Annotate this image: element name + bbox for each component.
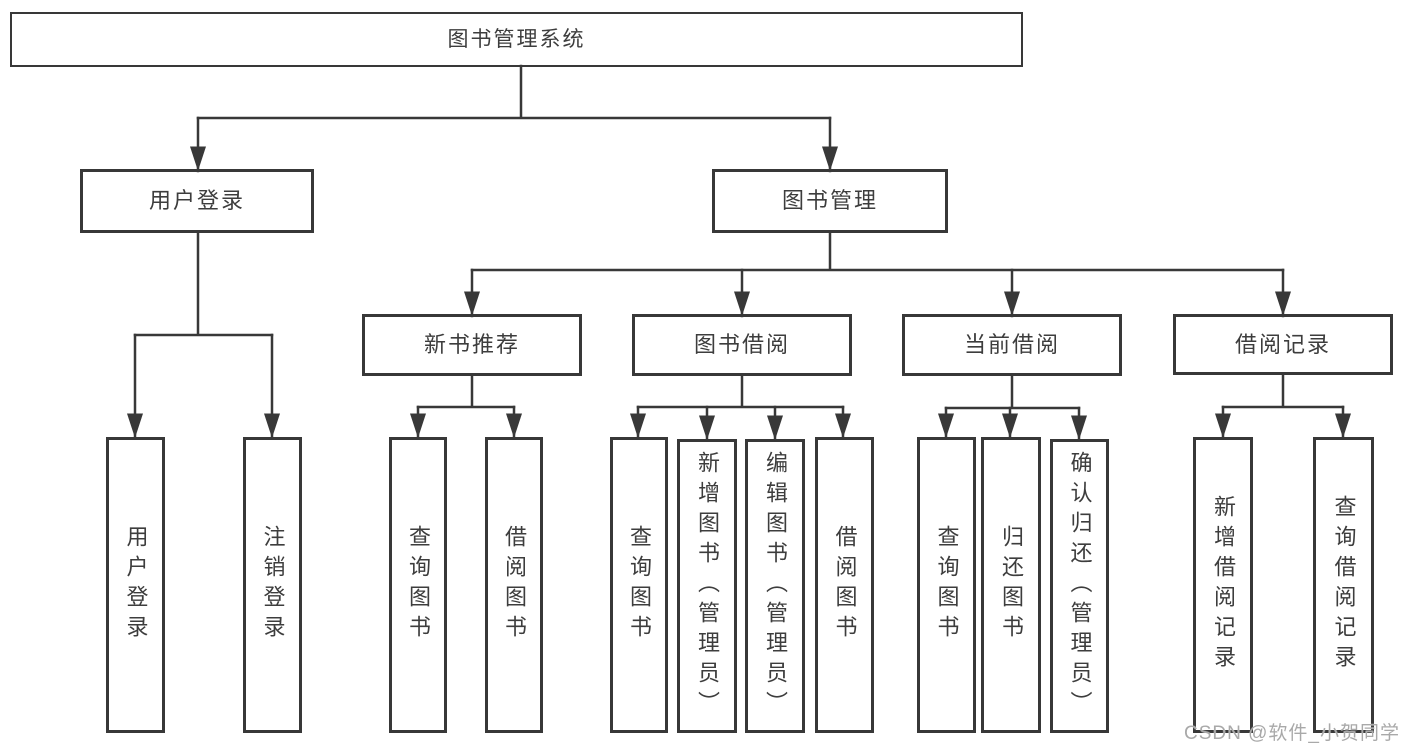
leaf-borrowing-borrow-books: 借阅图书 <box>815 437 874 733</box>
leaf-records-add-record: 新增借阅记录 <box>1193 437 1253 733</box>
leaf-borrowing-query-books: 查询图书 <box>610 437 668 733</box>
leaf-borrowing-add-books-admin: 新增图书（管理员） <box>677 439 737 733</box>
node-label: 用户登录 <box>123 525 149 645</box>
node-book-borrowing: 图书借阅 <box>632 314 852 376</box>
leaf-recommend-query-books: 查询图书 <box>389 437 447 733</box>
node-borrowing-records: 借阅记录 <box>1173 314 1393 375</box>
node-library-management-system: 图书管理系统 <box>10 12 1023 67</box>
node-label: 查询图书 <box>406 525 431 645</box>
node-user-login: 用户登录 <box>80 169 314 233</box>
leaf-records-query-record: 查询借阅记录 <box>1313 437 1374 733</box>
node-label: 用户登录 <box>148 188 245 213</box>
node-label: 新书推荐 <box>423 332 520 357</box>
node-label: 确认归还（管理员） <box>1067 451 1093 721</box>
node-label: 新增借阅记录 <box>1211 495 1236 675</box>
leaf-current-return-books: 归还图书 <box>981 437 1041 733</box>
node-book-management: 图书管理 <box>712 169 948 233</box>
leaf-user-login: 用户登录 <box>106 437 165 733</box>
node-label: 新增图书（管理员） <box>695 451 720 721</box>
leaf-borrowing-edit-books-admin: 编辑图书（管理员） <box>745 439 805 733</box>
node-label: 注销登录 <box>260 525 286 645</box>
node-label: 查询图书 <box>627 525 652 645</box>
node-current-borrowing: 当前借阅 <box>902 314 1122 376</box>
leaf-current-query-books: 查询图书 <box>917 437 976 733</box>
node-label: 借阅记录 <box>1234 331 1331 357</box>
node-new-book-recommendation: 新书推荐 <box>362 314 582 376</box>
node-label: 当前借阅 <box>963 332 1060 357</box>
node-label: 编辑图书（管理员） <box>763 451 788 721</box>
node-label: 归还图书 <box>999 525 1024 645</box>
watermark: CSDN @软件_小贺同学 <box>1184 723 1400 744</box>
node-label: 图书管理系统 <box>447 28 586 51</box>
leaf-recommend-borrow-books: 借阅图书 <box>485 437 543 733</box>
node-label: 查询图书 <box>934 525 960 645</box>
leaf-logout: 注销登录 <box>243 437 302 733</box>
node-label: 图书管理 <box>781 188 878 213</box>
node-label: 借阅图书 <box>502 525 527 645</box>
leaf-current-confirm-return-admin: 确认归还（管理员） <box>1050 439 1109 733</box>
node-label: 查询借阅记录 <box>1331 495 1357 675</box>
node-label: 图书借阅 <box>693 332 790 357</box>
node-label: 借阅图书 <box>832 525 858 645</box>
